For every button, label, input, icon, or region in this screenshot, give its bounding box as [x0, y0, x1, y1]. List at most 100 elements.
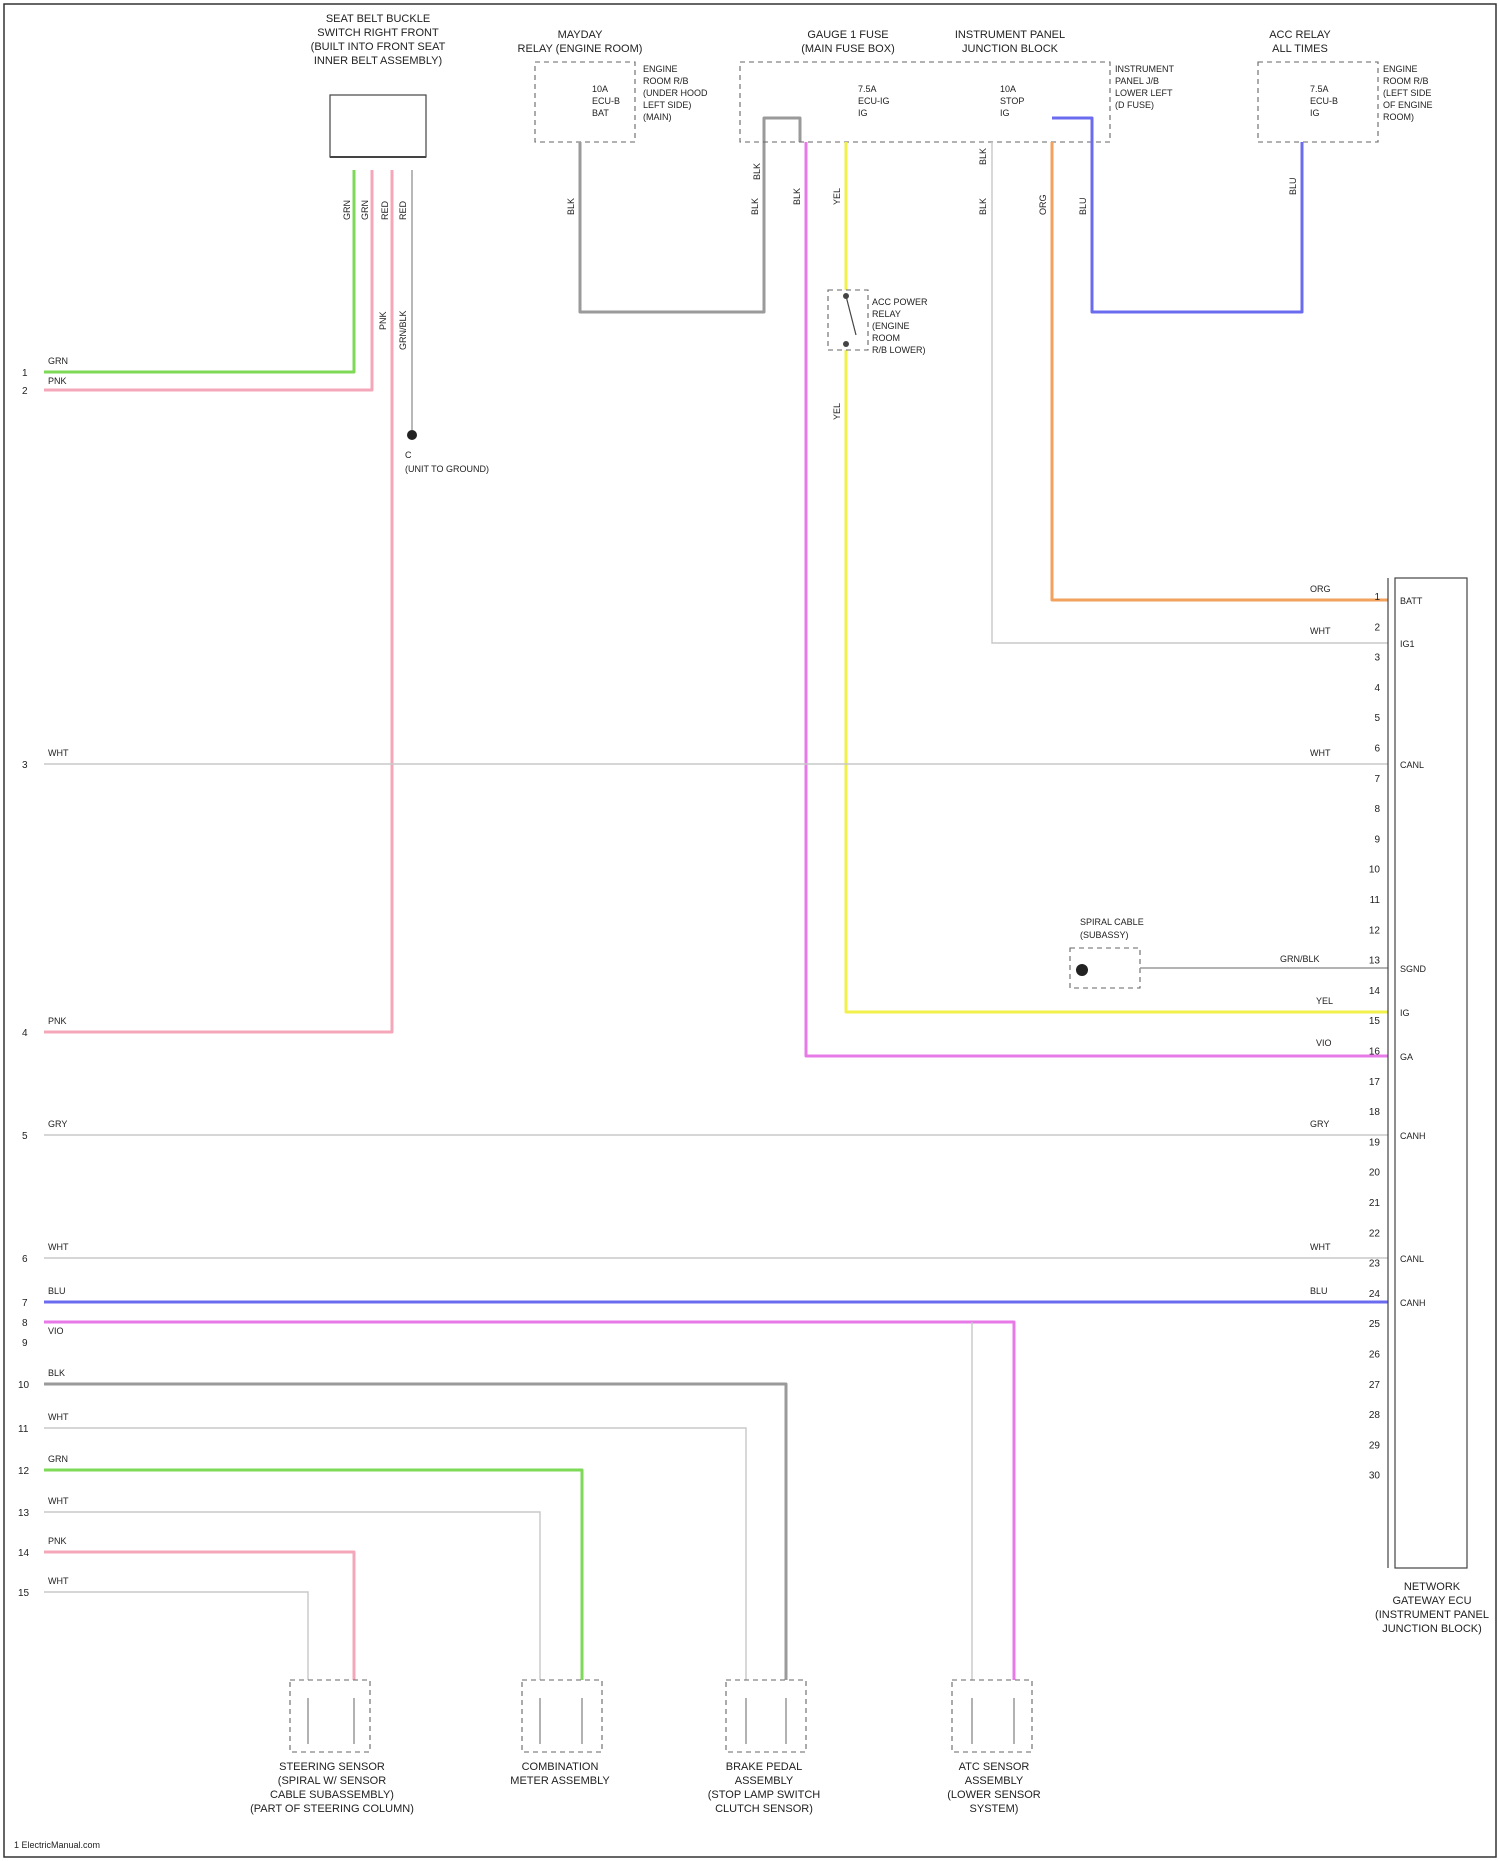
seatbelt-label-3: (BUILT INTO FRONT SEAT — [311, 41, 446, 53]
fuse-right-name: STOP — [1000, 96, 1024, 106]
left-lbl-grn: GRN — [48, 356, 68, 366]
ecu-pin-number: 7 — [1374, 774, 1380, 785]
seatbelt-box — [330, 95, 426, 157]
relay-label-3: (ENGINE — [872, 321, 910, 331]
left-lbl-blk: BLK — [48, 1368, 65, 1378]
wire-white-low3 — [44, 1512, 540, 1680]
ecu-pin-number: 19 — [1369, 1137, 1381, 1148]
ecu-in-vio: VIO — [1316, 1038, 1332, 1048]
wire-pink-top — [44, 170, 372, 390]
ecu-label-4: JUNCTION BLOCK) — [1382, 1623, 1482, 1635]
wire-orange — [1052, 142, 1388, 600]
ecu-pin-number: 23 — [1369, 1259, 1381, 1270]
fuse-mid-label-1: GAUGE 1 FUSE — [807, 29, 888, 41]
fuse-right-feed: IG — [1000, 108, 1010, 118]
fuse-tl-rating: 10A — [592, 84, 608, 94]
jb-right-2: PANEL J/B — [1115, 76, 1159, 86]
wire-white-low4 — [44, 1592, 308, 1680]
b1-label-2: (SPIRAL W/ SENSOR — [278, 1775, 386, 1787]
fuse-box-far-right: ACC RELAY ALL TIMES 7.5A ECU-B IG ENGINE… — [1258, 29, 1433, 142]
ecu-pin-number: 30 — [1369, 1471, 1381, 1482]
fuse-right-wire-3: ORG — [1038, 194, 1048, 215]
ecu-in-yel: YEL — [1316, 996, 1333, 1006]
left-pin-2: 2 — [22, 386, 28, 397]
left-lbl-pnk: PNK — [48, 376, 67, 386]
relay-label-5: R/B LOWER) — [872, 345, 926, 355]
sb-low-label-2: GRN/BLK — [398, 310, 408, 350]
fuse-fr-feed: IG — [1310, 108, 1320, 118]
fuse-tl-name: ECU-B — [592, 96, 620, 106]
wire-violet-low — [44, 1322, 1014, 1680]
box-note1-2: ROOM R/B — [643, 76, 689, 86]
fuse-fr-wire-1: BLU — [1288, 177, 1298, 195]
left-lbl-wht3: WHT — [48, 1412, 69, 1422]
spiral-label-2: (SUBASSY) — [1080, 930, 1129, 940]
b4-label-2: ASSEMBLY — [965, 1775, 1024, 1787]
b1-label-4: (PART OF STEERING COLUMN) — [250, 1803, 414, 1815]
wire-blue-top — [1052, 118, 1302, 312]
ecu-in-wht2: WHT — [1310, 748, 1331, 758]
sb-pin-label-1: GRN — [342, 200, 352, 220]
spiral-cable: SPIRAL CABLE (SUBASSY) — [1070, 917, 1388, 988]
box-note2-2: ROOM R/B — [1383, 76, 1429, 86]
wire-white-low2 — [44, 1428, 746, 1680]
left-pin-14: 14 — [18, 1548, 30, 1559]
seatbelt-label-2: SWITCH RIGHT FRONT — [317, 27, 439, 39]
b3-label-1: BRAKE PEDAL — [726, 1761, 802, 1773]
left-pin-3: 3 — [22, 760, 28, 771]
box-note1-1: ENGINE — [643, 64, 678, 74]
fuse-box-right: INSTRUMENT PANEL JUNCTION BLOCK 10A STOP… — [955, 29, 1175, 118]
ecu-term-canh: CANH — [1400, 1131, 1426, 1141]
left-pin-5: 5 — [22, 1131, 28, 1142]
ecu-pin-number: 18 — [1369, 1107, 1381, 1118]
wire-yellow — [846, 350, 1388, 1012]
ecu-pin-number: 22 — [1369, 1228, 1381, 1239]
ecu-in-blu: BLU — [1310, 1286, 1328, 1296]
ecu-term-canh2: CANH — [1400, 1298, 1426, 1308]
fuse-tl-wire-2: BLK — [750, 198, 760, 215]
relay-label-4: ROOM — [872, 333, 900, 343]
ecu-term-ga: GA — [1400, 1052, 1413, 1062]
fuse-tl-label-2: RELAY (ENGINE ROOM) — [518, 43, 643, 55]
box-note2-5: ROOM) — [1383, 112, 1414, 122]
ecu-pin-number: 3 — [1374, 653, 1380, 664]
jb-right-4: (D FUSE) — [1115, 100, 1154, 110]
left-lbl-grn2: GRN — [48, 1454, 68, 1464]
relay-label-1: ACC POWER — [872, 297, 928, 307]
wire-gray-loop — [580, 118, 800, 312]
b3-label-4: CLUTCH SENSOR) — [715, 1803, 813, 1815]
ecu-pin-number: 21 — [1369, 1198, 1381, 1209]
ecu-pin-number: 13 — [1369, 956, 1381, 967]
b3-label-2: ASSEMBLY — [735, 1775, 794, 1787]
ecu-pin-number: 9 — [1374, 834, 1380, 845]
fuse-fr-rating: 7.5A — [1310, 84, 1329, 94]
ecu-term-canl: CANL — [1400, 760, 1424, 770]
sb-low-label-1: PNK — [378, 311, 388, 330]
left-pin-8: 8 — [22, 1318, 28, 1329]
box-note2-3: (LEFT SIDE — [1383, 88, 1431, 98]
ecu-label-2: GATEWAY ECU — [1392, 1595, 1471, 1607]
b1-label-3: CABLE SUBASSEMBLY) — [270, 1789, 394, 1801]
box-note2-4: OF ENGINE — [1383, 100, 1433, 110]
yellow-low-label: YEL — [832, 403, 842, 420]
fuse-fr-label-1: ACC RELAY — [1269, 29, 1331, 41]
seatbelt-component: SEAT BELT BUCKLE SWITCH RIGHT FRONT (BUI… — [311, 13, 446, 157]
fuse-right-rating: 10A — [1000, 84, 1016, 94]
fuse-box-top-left: MAYDAY RELAY (ENGINE ROOM) 10A ECU-B BAT… — [518, 29, 708, 142]
fuse-mid-label-2: (MAIN FUSE BOX) — [801, 43, 895, 55]
bottom-component-4: ATC SENSOR ASSEMBLY (LOWER SENSOR SYSTEM… — [947, 1680, 1041, 1815]
ecu-pin-number: 1 — [1374, 592, 1380, 603]
ecu-box — [1395, 578, 1467, 1568]
fuse-right-wire-2: BLK — [978, 198, 988, 215]
ecu-pin-number: 8 — [1374, 804, 1380, 815]
left-pin-12: 12 — [18, 1466, 30, 1477]
ecu-pin-number: 26 — [1369, 1350, 1381, 1361]
fuse-mid-wire-2: BLK — [792, 188, 802, 205]
ecu-pin-number: 14 — [1369, 986, 1381, 997]
fuse-right-wire-1: BLK — [978, 148, 988, 165]
ecu-pin-number: 12 — [1369, 925, 1381, 936]
ecu-pin-number: 17 — [1369, 1077, 1381, 1088]
relay-label-2: RELAY — [872, 309, 901, 319]
left-lbl-wht: WHT — [48, 748, 69, 758]
